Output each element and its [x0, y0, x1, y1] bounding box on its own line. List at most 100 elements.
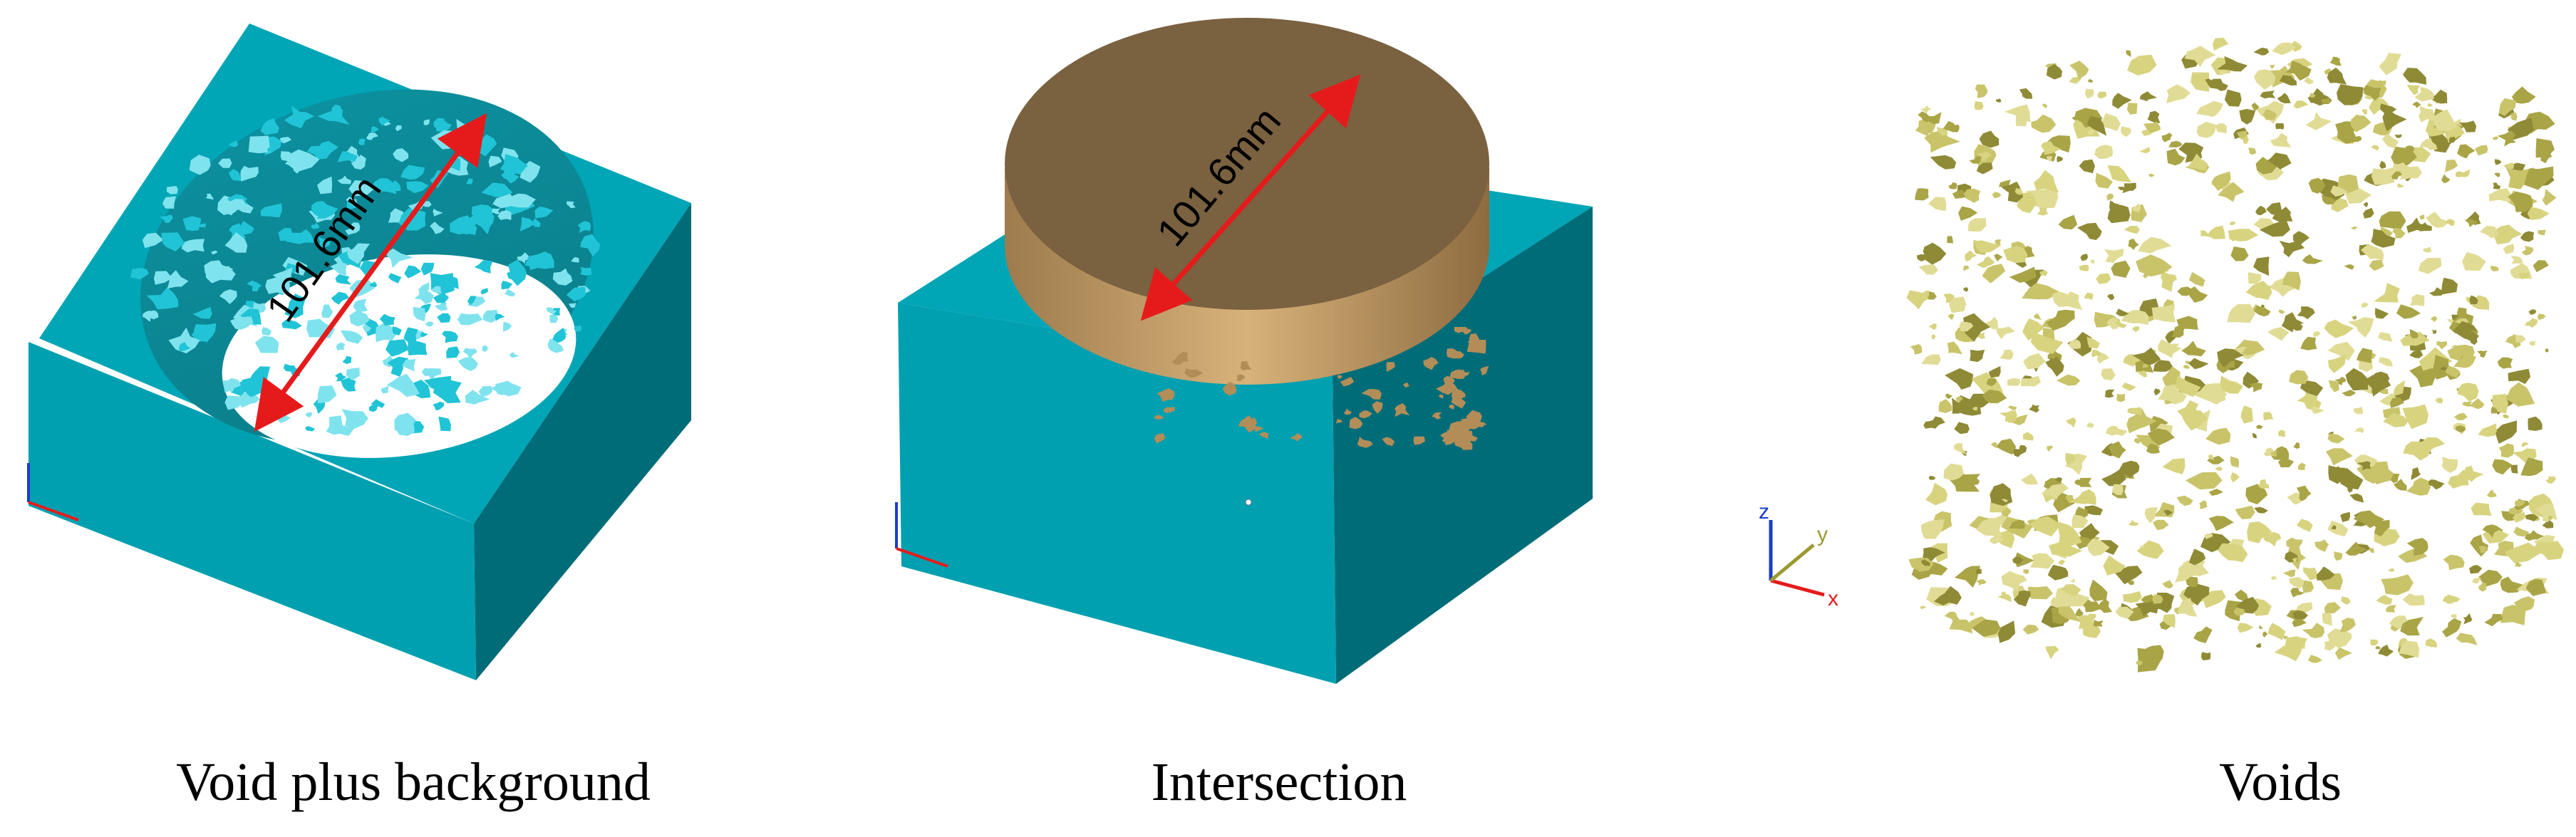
void-particle: [2136, 540, 2164, 559]
void-particle: [2069, 489, 2096, 505]
void-particle: [2297, 306, 2315, 320]
void-particle: [2364, 375, 2391, 397]
void-particle: [2428, 479, 2445, 490]
void-fragment: [1358, 439, 1373, 448]
void-fragment: [1335, 419, 1343, 424]
void-particle: [1925, 112, 1942, 125]
void-blob: [162, 196, 176, 209]
void-blob: [178, 342, 191, 352]
void-blob: [211, 251, 218, 255]
void-particle: [2007, 378, 2021, 386]
void-particle: [2282, 271, 2301, 291]
void-particle: [2269, 64, 2275, 69]
void-particle: [2138, 370, 2148, 378]
void-particle: [2034, 170, 2059, 193]
void-particle: [2230, 472, 2240, 483]
void-blob: [205, 193, 214, 200]
void-particle: [2324, 602, 2341, 615]
void-particle: [2494, 172, 2500, 177]
void-particle: [2255, 285, 2271, 301]
void-particle: [2325, 448, 2353, 466]
void-particle: [2112, 93, 2132, 109]
void-particle: [2118, 187, 2126, 191]
void-particle: [2106, 317, 2119, 330]
void-blob: [524, 251, 554, 269]
void-particle: [2153, 388, 2161, 396]
void-particle: [1974, 101, 1984, 110]
void-particle: [2253, 256, 2270, 276]
void-particle: [2151, 303, 2176, 323]
axis-triad-2: [895, 502, 948, 568]
void-particle: [1963, 313, 1991, 342]
void-fragment: [1184, 368, 1204, 378]
void-particle: [1955, 396, 1963, 403]
void-particle: [2310, 406, 2324, 414]
void-particle: [2537, 313, 2546, 321]
void-particle: [2217, 56, 2248, 72]
void-blob: [161, 232, 185, 251]
void-particle: [2248, 147, 2257, 155]
void-particle: [2456, 307, 2468, 319]
void-particle: [2399, 640, 2420, 658]
void-fragment: [1370, 355, 1377, 363]
void-particle: [2132, 347, 2161, 365]
void-particle: [1996, 326, 2015, 339]
void-particle: [1967, 218, 1987, 232]
void-particle: [2119, 460, 2140, 478]
void-particle: [2128, 238, 2139, 250]
void-particle: [2498, 443, 2514, 458]
void-particle: [1947, 313, 1955, 320]
void-particle: [2176, 495, 2193, 506]
void-particle: [2464, 219, 2479, 227]
void-particle: [2370, 639, 2379, 646]
void-particle: [1943, 463, 1964, 481]
void-particle: [2388, 568, 2395, 572]
void-particle: [1976, 517, 2002, 537]
void-particle: [1917, 254, 1928, 261]
void-particle: [2140, 91, 2158, 102]
void-particle: [2220, 375, 2243, 394]
void-particle: [1915, 188, 1929, 201]
void-particle: [2104, 249, 2124, 264]
void-particle: [1949, 619, 1973, 634]
void-blob: [495, 313, 505, 321]
void-particle: [2022, 624, 2039, 635]
void-blob: [517, 252, 532, 264]
void-particle: [2230, 456, 2240, 468]
void-particle: [1982, 389, 2007, 404]
void-particle: [2079, 523, 2100, 541]
void-fragment: [1451, 427, 1473, 440]
void-particle: [2230, 246, 2249, 261]
void-particle: [2504, 542, 2543, 563]
void-blob: [218, 158, 232, 168]
panel-intersection: 101.6mm: [895, 18, 1593, 684]
void-particle: [2039, 270, 2048, 276]
void-particle: [2293, 100, 2309, 109]
void-particle: [2443, 554, 2465, 571]
void-particle: [2211, 171, 2231, 191]
void-particle: [2183, 365, 2190, 369]
void-particle: [2127, 54, 2157, 76]
void-blob: [504, 166, 516, 178]
void-particle: [2374, 283, 2400, 303]
void-particle: [2379, 160, 2386, 169]
void-fragment: [1467, 340, 1486, 354]
void-particle: [2147, 110, 2161, 123]
void-particle: [2327, 520, 2349, 537]
void-particle: [1965, 250, 1977, 261]
void-blob: [569, 303, 576, 308]
void-particle: [2199, 500, 2208, 509]
void-particle: [2411, 147, 2431, 162]
void-blob: [148, 310, 159, 320]
void-blob: [226, 378, 242, 394]
void-particle: [2334, 647, 2352, 660]
void-particle: [1953, 443, 1967, 454]
caption-void-plus-background: Void plus background: [176, 752, 651, 812]
axis-label-z: z: [1759, 500, 1769, 524]
void-particle: [2441, 366, 2448, 371]
void-particle: [2107, 204, 2131, 224]
void-blob: [534, 207, 554, 219]
void-particle: [2079, 477, 2092, 487]
void-particle: [1972, 619, 2001, 637]
